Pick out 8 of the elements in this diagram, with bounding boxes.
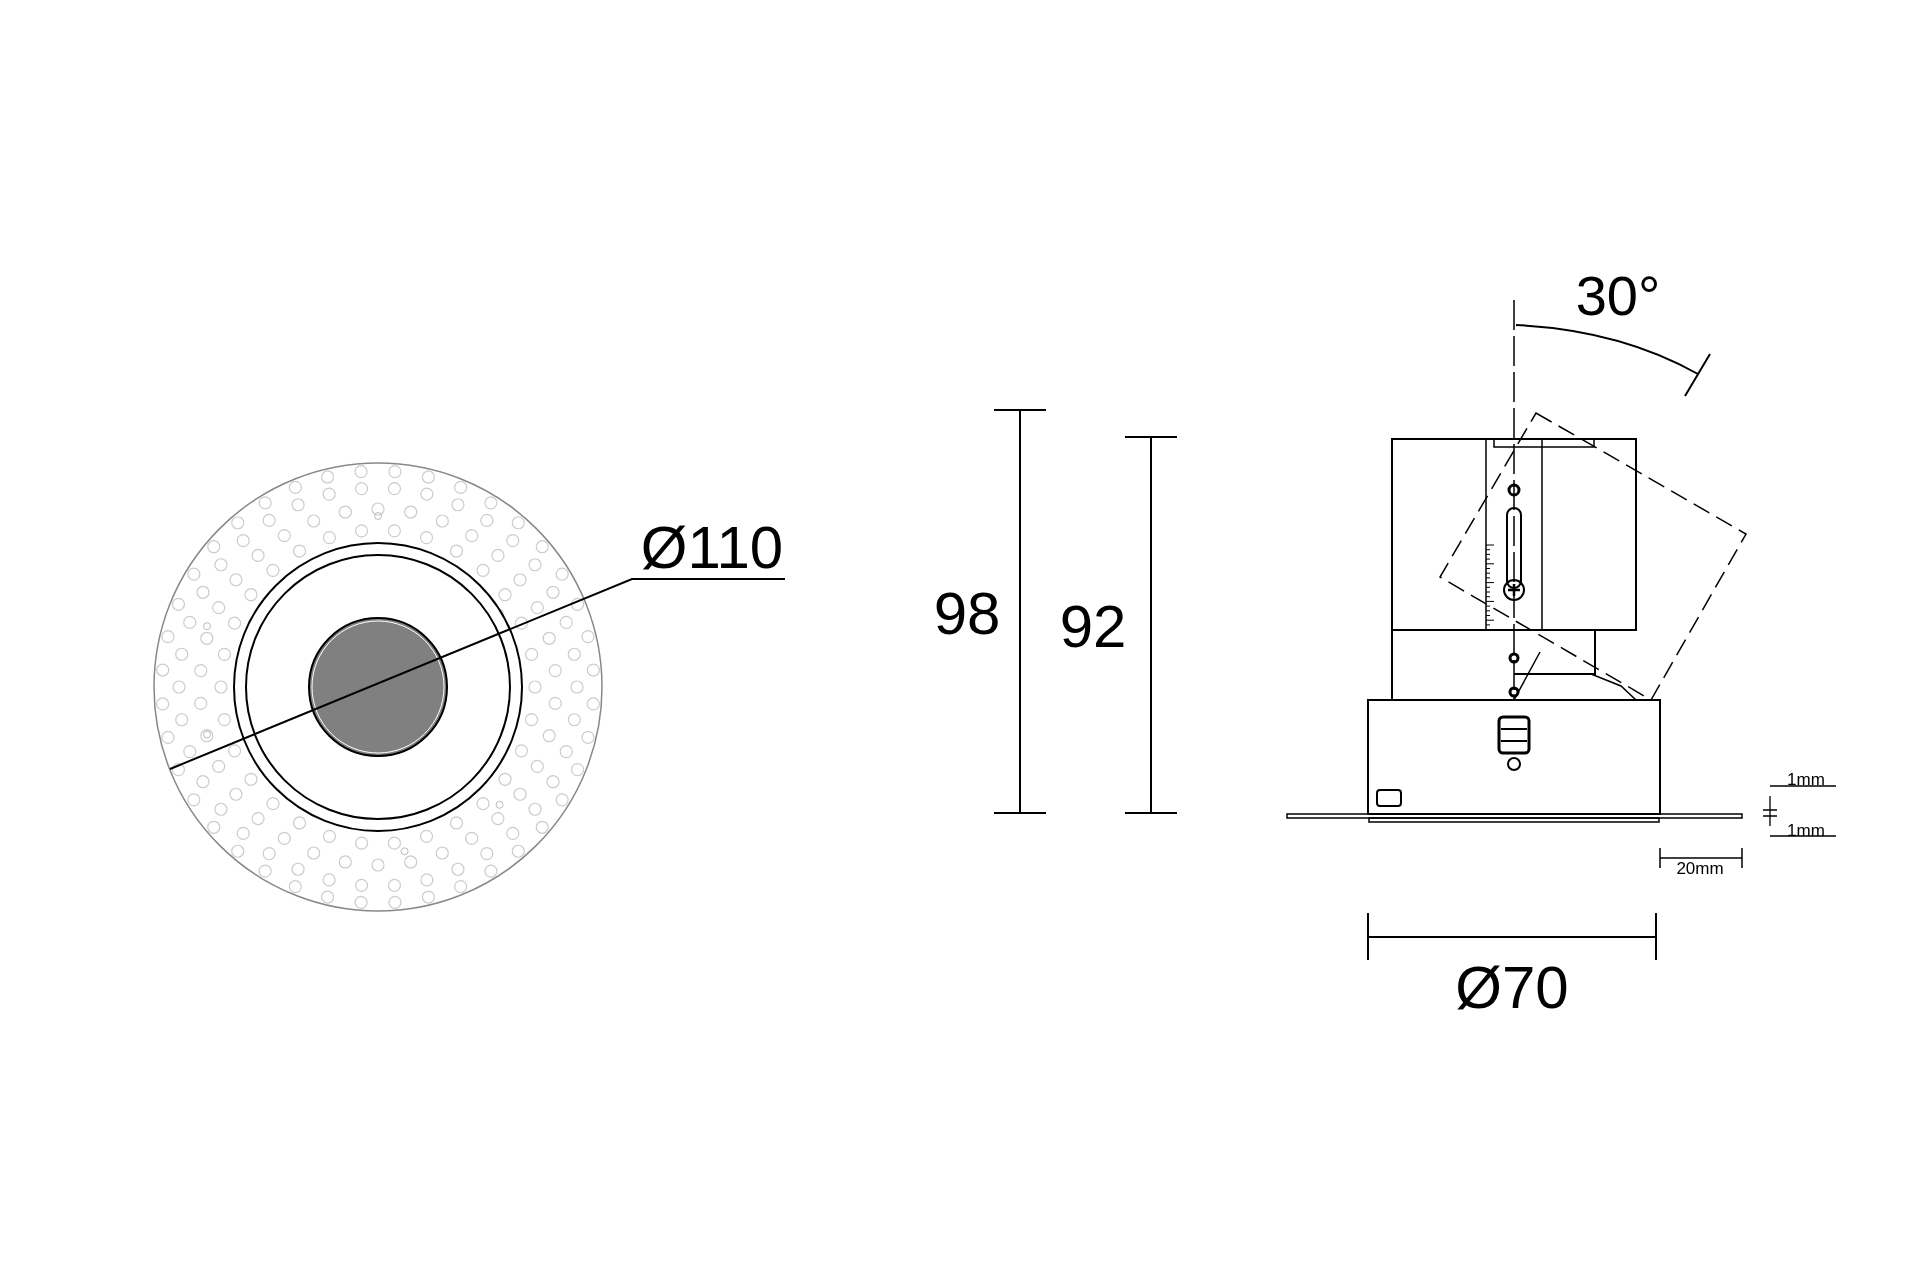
dimension-label: 92 <box>1059 597 1127 657</box>
dimension-label: 1mm <box>1787 821 1825 839</box>
dimension-label: 30° <box>1575 268 1661 324</box>
dimension-label: Ø110 <box>640 518 784 578</box>
dimension-label: Ø70 <box>1455 958 1569 1018</box>
dimension-label: 98 <box>933 584 1001 644</box>
dimension-label: 1mm <box>1787 770 1825 788</box>
dimension-label: 20mm <box>1676 859 1724 877</box>
